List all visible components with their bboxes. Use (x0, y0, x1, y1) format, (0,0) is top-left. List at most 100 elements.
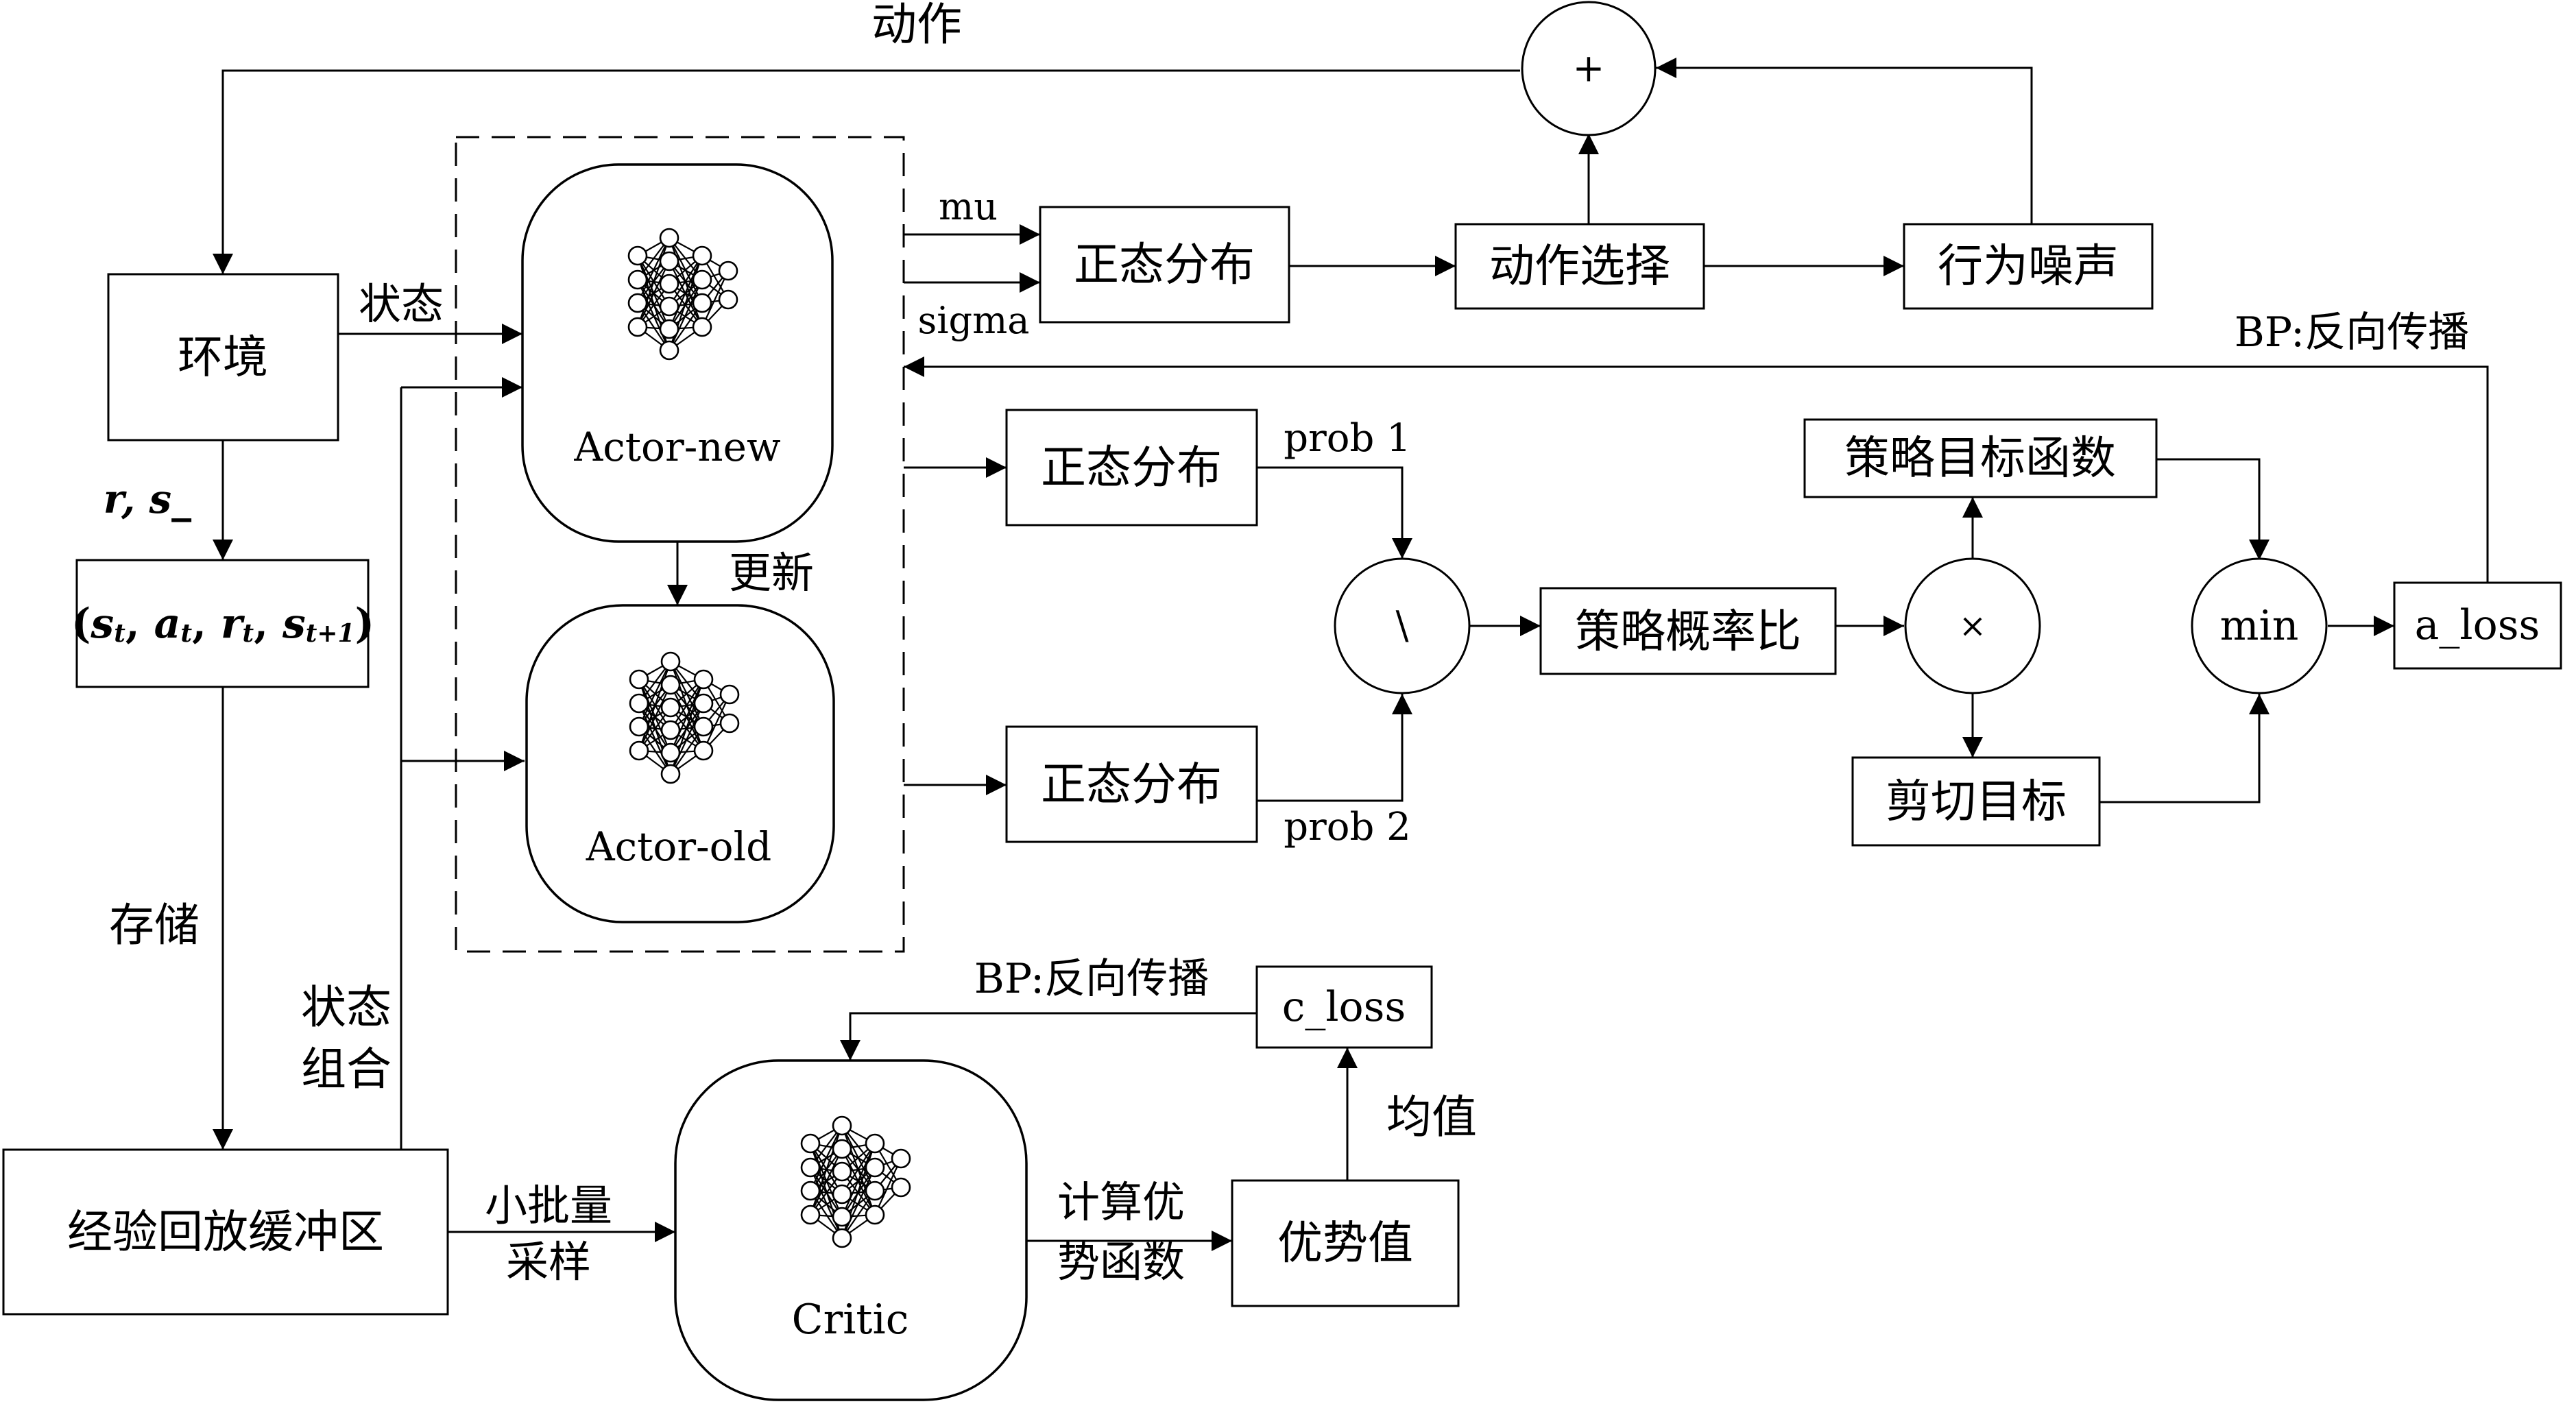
nn-connection (810, 1148, 843, 1215)
probability-ratio-label: 策略概率比 (1575, 605, 1801, 658)
action-select-box: 动作选择 (1454, 223, 1705, 310)
nn-connection (701, 270, 729, 328)
bp-critic-label: BP:反向传播 (974, 955, 1209, 1003)
nn-neuron (832, 1161, 852, 1182)
nn-connection (874, 1158, 902, 1215)
advantage-box: 优势值 (1231, 1179, 1460, 1307)
advantage-label: 优势值 (1277, 1217, 1413, 1270)
nn-neuron (692, 245, 712, 266)
nn-connection (669, 679, 705, 753)
nn-neuron (832, 1115, 852, 1136)
nn-connection (841, 1143, 876, 1218)
nn-neuron (659, 319, 679, 339)
nn-connection (637, 261, 670, 328)
nn-neuron (718, 261, 738, 281)
nn-connection (636, 237, 671, 328)
nn-neuron (660, 764, 681, 784)
actor-new-label: Actor-new (573, 424, 780, 470)
min-node: min (2191, 557, 2328, 694)
neural-network-icon (627, 228, 738, 361)
nn-neuron (800, 1205, 821, 1225)
nn-neuron (832, 1228, 852, 1248)
prob2-label: prob 2 (1284, 805, 1411, 849)
nn-neuron (627, 317, 648, 337)
actor-old-label: Actor-old (586, 823, 772, 870)
nn-neuron (627, 245, 648, 266)
critic-label: Critic (792, 1296, 909, 1344)
nn-neuron (629, 740, 649, 761)
replay-buffer-label: 经验回放缓冲区 (67, 1206, 384, 1259)
c-loss-box: c_loss (1255, 965, 1433, 1049)
edge-labels: 动作 状态 r, s_ 存储 状态 组合 更新 mu sigma BP:反向传播… (104, 0, 2469, 1287)
policy-objective-box: 策略目标函数 (1803, 418, 2158, 498)
nn-connection (841, 1167, 876, 1239)
actor-old-network: Actor-old (525, 604, 835, 923)
nn-neuron (660, 697, 681, 718)
divide-node: \ (1334, 557, 1471, 694)
nn-connection (669, 255, 703, 307)
nn-neuron (865, 1205, 885, 1225)
nn-neuron (718, 289, 738, 310)
nn-neuron (629, 716, 649, 737)
calc-advantage-label-line1: 计算优 (1057, 1177, 1185, 1227)
mu-label: mu (939, 185, 998, 228)
behavior-noise-label: 行为噪声 (1938, 240, 2119, 293)
mean-label: 均值 (1386, 1091, 1477, 1143)
nn-neuron (800, 1157, 821, 1178)
nn-connection (638, 684, 671, 751)
nn-connection (668, 255, 703, 330)
nn-connection (670, 679, 704, 731)
nn-neuron (693, 740, 714, 761)
actor-new-network: Actor-new (521, 163, 834, 543)
state-combine-label-line1: 状态 (301, 981, 392, 1034)
nn-neuron (693, 693, 714, 714)
a-loss-label: a_loss (2415, 601, 2540, 649)
clip-objective-box: 剪切目标 (1851, 756, 2101, 847)
nn-connection (638, 661, 671, 727)
nn-neuron (659, 228, 679, 248)
nn-neuron (627, 269, 648, 290)
multiply-node: × (1904, 557, 2041, 694)
nn-connection (841, 1143, 876, 1195)
nn-connection (670, 703, 704, 775)
plus-symbol: + (1573, 47, 1605, 91)
nn-neuron (800, 1133, 821, 1154)
nn-neuron (627, 293, 648, 313)
nn-neuron (865, 1157, 885, 1178)
nn-connection (810, 1125, 843, 1191)
bp-actor-label: BP:反向传播 (2235, 308, 2470, 356)
nn-connection (703, 694, 730, 751)
nn-neuron (865, 1133, 885, 1154)
nn-neuron (865, 1181, 885, 1201)
minibatch-label-line2: 采样 (506, 1237, 591, 1287)
prob1-label: prob 1 (1284, 416, 1411, 461)
nn-neuron (719, 684, 740, 705)
clip-objective-label: 剪切目标 (1886, 775, 2067, 828)
nn-neuron (832, 1184, 852, 1205)
c-loss-label: c_loss (1282, 983, 1406, 1031)
normal-distribution-a-box: 正态分布 (1039, 206, 1290, 324)
nn-neuron (693, 669, 714, 690)
min-label: min (2220, 602, 2299, 650)
calc-advantage-label-line2: 势函数 (1057, 1237, 1185, 1287)
normal-distribution-b-label: 正态分布 (1041, 441, 1222, 494)
nn-neuron (659, 251, 679, 271)
normal-distribution-a-label: 正态分布 (1074, 239, 1255, 291)
nn-neuron (629, 669, 649, 690)
behavior-noise-box: 行为噪声 (1903, 223, 2154, 310)
normal-distribution-c-label: 正态分布 (1041, 758, 1222, 811)
divide-symbol: \ (1396, 604, 1409, 649)
nn-neuron (660, 675, 681, 695)
state-label: 状态 (359, 279, 444, 329)
update-label: 更新 (729, 548, 814, 598)
nn-connection (638, 661, 672, 751)
nn-connection (637, 237, 670, 304)
action-label: 动作 (871, 0, 962, 51)
store-label: 存储 (109, 899, 200, 952)
multiply-symbol: × (1959, 607, 1986, 645)
transition-box: (st, at, rt, st+1) (71, 559, 374, 688)
nn-neuron (719, 713, 740, 734)
nn-neuron (692, 317, 712, 337)
nn-neuron (832, 1139, 852, 1159)
